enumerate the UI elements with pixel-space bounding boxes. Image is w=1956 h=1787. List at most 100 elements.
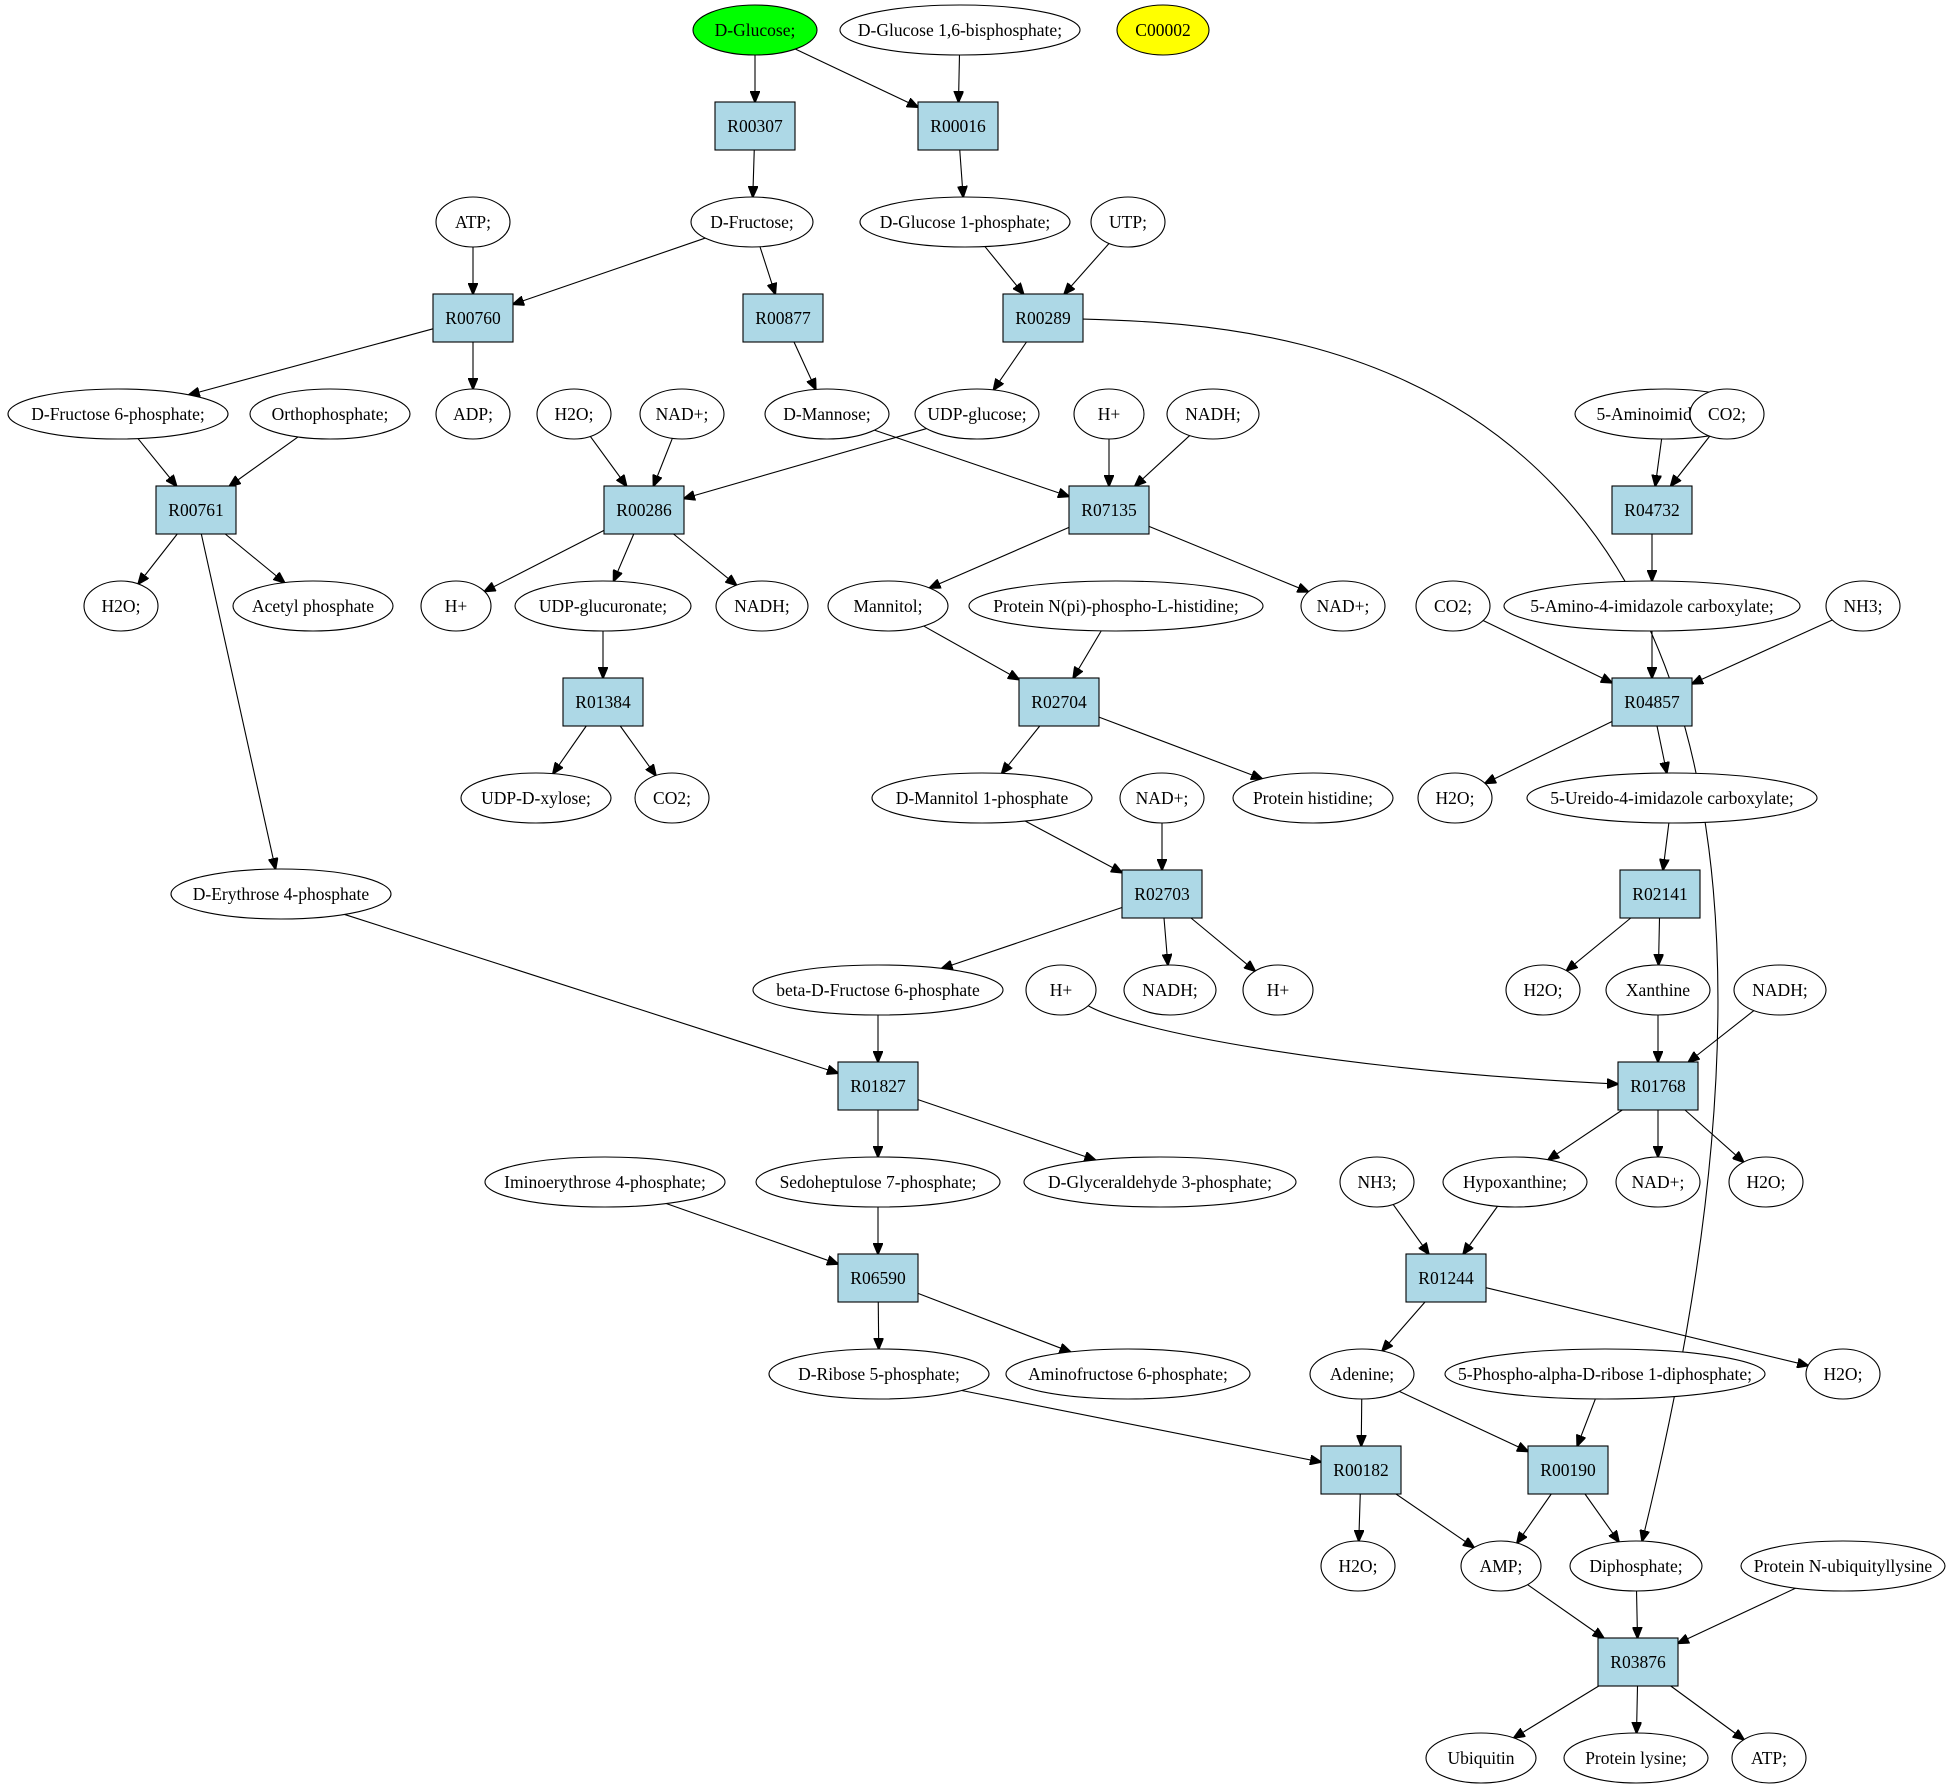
reaction-node-r04857[interactable]: R04857: [1611, 677, 1693, 727]
compound-node-h2o_a[interactable]: H2O;: [536, 388, 612, 440]
compound-node-g1p[interactable]: D-Glucose 1-phosphate;: [859, 196, 1071, 248]
edge-R06590-to-amf6p: [917, 1292, 1071, 1352]
compound-node-amp[interactable]: AMP;: [1460, 1540, 1542, 1592]
compound-node-hp_d[interactable]: H+: [1025, 964, 1097, 1016]
edge-ade-to-R00190: [1399, 1390, 1528, 1451]
compound-node-nh3_a[interactable]: NH3;: [1825, 580, 1901, 632]
compound-label: Protein histidine;: [1253, 788, 1373, 808]
compound-node-acp[interactable]: Acetyl phosphate: [232, 580, 394, 632]
compound-node-plys[interactable]: Protein lysine;: [1563, 1732, 1709, 1784]
compound-node-nadh_d[interactable]: NADH;: [1733, 964, 1827, 1016]
reaction-node-r01384[interactable]: R01384: [562, 677, 644, 727]
compound-node-bf6p[interactable]: beta-D-Fructose 6-phosphate: [752, 964, 1004, 1016]
compound-node-prpp[interactable]: 5-Phospho-alpha-D-ribose 1-diphosphate;: [1444, 1348, 1766, 1400]
reaction-node-r01827[interactable]: R01827: [837, 1061, 919, 1111]
compound-node-r5p[interactable]: D-Ribose 5-phosphate;: [768, 1348, 990, 1400]
reaction-node-r02141[interactable]: R02141: [1619, 869, 1701, 919]
reaction-node-r02704[interactable]: R02704: [1018, 677, 1100, 727]
compound-node-hp_c[interactable]: H+: [1242, 964, 1314, 1016]
reaction-node-r00182[interactable]: R00182: [1320, 1445, 1402, 1495]
reaction-node-r00289[interactable]: R00289: [1002, 293, 1084, 343]
compound-node-utp[interactable]: UTP;: [1090, 196, 1166, 248]
compound-node-e4p[interactable]: D-Erythrose 4-phosphate: [170, 868, 392, 920]
edge-R00190-to-pp: [1584, 1493, 1619, 1542]
reaction-node-r00307[interactable]: R00307: [714, 101, 796, 151]
reaction-node-r00877[interactable]: R00877: [742, 293, 824, 343]
compound-node-pp[interactable]: Diphosphate;: [1569, 1540, 1703, 1592]
compound-node-c00002[interactable]: C00002: [1116, 4, 1210, 56]
reaction-node-r01244[interactable]: R01244: [1405, 1253, 1487, 1303]
compound-node-nad_b[interactable]: NAD+;: [1300, 580, 1386, 632]
compound-node-atp1[interactable]: ATP;: [435, 196, 511, 248]
compound-ellipse: [1505, 964, 1581, 1016]
compound-node-pnhis[interactable]: Protein N(pi)-phospho-L-histidine;: [968, 580, 1264, 632]
reaction-node-r04732[interactable]: R04732: [1611, 485, 1693, 535]
compound-ellipse: [1300, 580, 1386, 632]
compound-node-h2o_f[interactable]: H2O;: [1805, 1348, 1881, 1400]
compound-node-xan[interactable]: Xanthine: [1605, 964, 1711, 1016]
compound-node-udpgluc[interactable]: UDP-glucuronate;: [514, 580, 692, 632]
compound-node-glc[interactable]: D-Glucose;: [692, 4, 818, 56]
compound-node-ade[interactable]: Adenine;: [1309, 1348, 1415, 1400]
compound-node-udpxyl[interactable]: UDP-D-xylose;: [460, 772, 612, 824]
compound-node-ga3p[interactable]: D-Glyceraldehyde 3-phosphate;: [1023, 1156, 1297, 1208]
reaction-box: [432, 293, 514, 343]
compound-node-nad_c[interactable]: NAD+;: [1119, 772, 1205, 824]
reaction-box: [837, 1253, 919, 1303]
compound-node-h2o_d[interactable]: H2O;: [1505, 964, 1581, 1016]
reaction-node-r00761[interactable]: R00761: [155, 485, 237, 535]
compound-node-nadh_a[interactable]: NADH;: [1166, 388, 1260, 440]
compound-node-mannitol[interactable]: Mannitol;: [827, 580, 949, 632]
compound-node-adp[interactable]: ADP;: [435, 388, 511, 440]
compound-node-ubq[interactable]: Ubiquitin: [1425, 1732, 1537, 1784]
compound-node-nadh_c[interactable]: NADH;: [1123, 964, 1217, 1016]
edge-R01384-to-co2_c: [619, 725, 656, 776]
reaction-node-r00190[interactable]: R00190: [1527, 1445, 1609, 1495]
compound-node-amf6p[interactable]: Aminofructose 6-phosphate;: [1005, 1348, 1251, 1400]
compound-node-h2o_g[interactable]: H2O;: [1320, 1540, 1396, 1592]
compound-node-udpg[interactable]: UDP-glucose;: [914, 388, 1040, 440]
compound-node-imer[interactable]: Iminoerythrose 4-phosphate;: [484, 1156, 726, 1208]
compound-node-aica[interactable]: 5-Amino-4-imidazole carboxylate;: [1503, 580, 1801, 632]
reaction-node-r03876[interactable]: R03876: [1597, 1637, 1679, 1687]
compound-node-s7p[interactable]: Sedoheptulose 7-phosphate;: [755, 1156, 1001, 1208]
edge-g16bp-to-R00016: [959, 54, 960, 102]
compound-node-man[interactable]: D-Mannose;: [764, 388, 890, 440]
reaction-box: [1597, 1637, 1679, 1687]
compound-node-ortho[interactable]: Orthophosphate;: [249, 388, 411, 440]
compound-node-publ[interactable]: Protein N-ubiquityllysine: [1740, 1540, 1946, 1592]
compound-node-nad_a[interactable]: NAD+;: [639, 388, 725, 440]
reaction-node-r00286[interactable]: R00286: [603, 485, 685, 535]
compound-node-co2_a[interactable]: CO2;: [1689, 388, 1765, 440]
compound-node-f6p[interactable]: D-Fructose 6-phosphate;: [7, 388, 229, 440]
edge-co2_a-to-R04732: [1671, 435, 1711, 486]
compound-node-hp_b[interactable]: H+: [420, 580, 492, 632]
reaction-node-r00016[interactable]: R00016: [917, 101, 999, 151]
compound-node-phis[interactable]: Protein histidine;: [1232, 772, 1394, 824]
compound-node-nadh_b[interactable]: NADH;: [715, 580, 809, 632]
compound-node-g16bp[interactable]: D-Glucose 1,6-bisphosphate;: [839, 4, 1081, 56]
reaction-node-r07135[interactable]: R07135: [1068, 485, 1150, 535]
reaction-node-r00760[interactable]: R00760: [432, 293, 514, 343]
edge-m1p-to-R02703: [1024, 820, 1122, 873]
compound-node-hp_a[interactable]: H+: [1073, 388, 1145, 440]
compound-ellipse: [460, 772, 612, 824]
compound-node-h2o_e[interactable]: H2O;: [1728, 1156, 1804, 1208]
compound-node-m1p[interactable]: D-Mannitol 1-phosphate: [871, 772, 1093, 824]
reaction-node-r06590[interactable]: R06590: [837, 1253, 919, 1303]
compound-node-fru[interactable]: D-Fructose;: [690, 196, 814, 248]
compound-node-nh3_b[interactable]: NH3;: [1339, 1156, 1415, 1208]
compound-node-co2_b[interactable]: CO2;: [1415, 580, 1491, 632]
edge-R00286-to-udpgluc: [614, 533, 635, 581]
compound-node-h2o_b[interactable]: H2O;: [83, 580, 159, 632]
compound-node-h2o_c[interactable]: H2O;: [1417, 772, 1493, 824]
compound-node-uica[interactable]: 5-Ureido-4-imidazole carboxylate;: [1526, 772, 1818, 824]
compound-node-nad_d[interactable]: NAD+;: [1615, 1156, 1701, 1208]
compound-ellipse: [690, 196, 814, 248]
compound-node-hyp[interactable]: Hypoxanthine;: [1442, 1156, 1588, 1208]
compound-node-atp2[interactable]: ATP;: [1731, 1732, 1807, 1784]
compound-node-co2_c[interactable]: CO2;: [634, 772, 710, 824]
reaction-node-r02703[interactable]: R02703: [1121, 869, 1203, 919]
reaction-node-r01768[interactable]: R01768: [1617, 1061, 1699, 1111]
edge-R00016-to-g1p: [960, 149, 963, 197]
